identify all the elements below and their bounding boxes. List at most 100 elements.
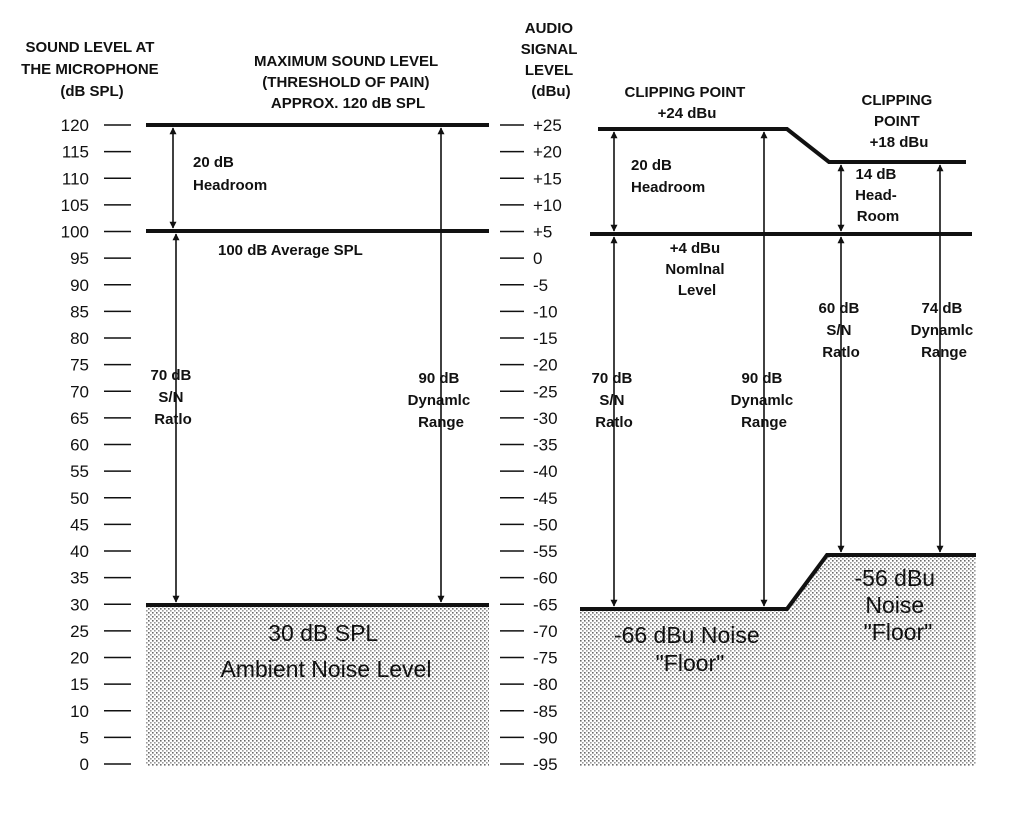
left-axis-tick-label: 30 <box>70 595 89 614</box>
right-sn-ratio-label-line: S/N <box>826 322 851 339</box>
clipping-point-18-line: POINT <box>874 113 920 130</box>
left-axis-tick-label: 45 <box>70 515 89 534</box>
audio-axis-tick-label: -10 <box>533 302 558 321</box>
left-axis-title-line: (dB SPL) <box>60 83 123 100</box>
average-spl-label: 100 dB Average SPL <box>218 242 363 259</box>
max-level-title-line: APPROX. 120 dB SPL <box>271 95 425 112</box>
mid-headroom-label: 20 dB Headroom <box>631 157 705 196</box>
left-axis-title: SOUND LEVEL AT THE MICROPHONE (dB SPL) <box>21 39 163 100</box>
sn-ratio-label-line: 70 dB <box>150 367 191 384</box>
right-noise-floor-label: -56 dBu Noise "Floor" <box>855 565 942 645</box>
left-axis-tick-label: 95 <box>70 249 89 268</box>
left-axis-tick-label: 10 <box>70 702 89 721</box>
mid-sn-ratio-label-line: S/N <box>599 392 624 409</box>
audio-axis-tick-label: +20 <box>533 143 562 162</box>
audio-axis-title-line: SIGNAL <box>521 41 578 58</box>
left-axis-tick-label: 105 <box>61 196 89 215</box>
audio-axis-tick-label: -55 <box>533 542 558 561</box>
dynamic-range-label-line: Dynamlc <box>408 392 471 409</box>
left-axis-tick-label: 80 <box>70 329 89 348</box>
audio-axis-tick-label: -5 <box>533 276 548 295</box>
right-headroom-label-line: Head- <box>855 187 897 204</box>
left-axis-tick-label: 35 <box>70 569 89 588</box>
audio-axis-tick-label: -75 <box>533 649 558 668</box>
audio-axis-tick-label: -40 <box>533 462 558 481</box>
left-axis-tick-label: 115 <box>62 143 89 162</box>
audio-axis-tick-label: -65 <box>533 595 558 614</box>
mid-sn-ratio-label-line: Ratlo <box>595 414 633 431</box>
nominal-level-label-line: Level <box>678 282 716 299</box>
clipping-point-line <box>598 127 966 164</box>
right-dynamic-range-label: 74 dB Dynamlc Range <box>911 300 978 361</box>
mid-sn-ratio-label: 70 dB S/N Ratlo <box>591 370 636 431</box>
mid-noise-floor-label: -66 dBu Noise "Floor" <box>614 622 766 676</box>
left-axis-tick-label: 100 <box>61 223 89 242</box>
audio-axis-tick-label: -20 <box>533 356 558 375</box>
right-dynamic-range-label-line: 74 dB <box>921 300 962 317</box>
headroom-label: 20 dB Headroom <box>193 154 267 194</box>
clipping-point-18-title: CLIPPING POINT +18 dBu <box>861 92 936 151</box>
max-level-title-line: MAXIMUM SOUND LEVEL <box>254 53 438 70</box>
audio-axis-tick-label: -85 <box>533 702 558 721</box>
dynamic-range-label-line: Range <box>418 414 464 431</box>
right-sn-ratio-label-line: 60 dB <box>818 300 859 317</box>
mid-headroom-label-line: 20 dB <box>631 157 672 174</box>
right-noise-floor-label-line: -56 dBu <box>855 565 936 591</box>
audio-axis-tick-label: -15 <box>533 329 558 348</box>
headroom-label-line: Headroom <box>193 177 267 194</box>
audio-axis-tick-label: +10 <box>533 196 562 215</box>
dynamic-range-label: 90 dB Dynamlc Range <box>408 370 475 431</box>
clipping-point-18-line: CLIPPING <box>861 92 932 109</box>
ambient-noise-region <box>146 605 489 766</box>
mid-noise-floor-label-line: "Floor" <box>656 650 725 676</box>
mid-dynamic-range-label-line: Range <box>741 414 787 431</box>
audio-axis-tick-label: -80 <box>533 675 558 694</box>
left-axis-tick-label: 25 <box>70 622 89 641</box>
ambient-noise-label: 30 dB SPL Ambient Noise Level <box>221 620 432 682</box>
audio-axis-tick-label: -60 <box>533 569 558 588</box>
mid-noise-floor-label-line: -66 dBu Noise <box>614 622 760 648</box>
audio-axis-tick-label: -45 <box>533 489 558 508</box>
audio-axis-tick-label: -25 <box>533 382 558 401</box>
right-sn-ratio-label-line: Ratlo <box>822 344 860 361</box>
audio-axis-tick-label: +5 <box>533 223 552 242</box>
mid-dynamic-range-label-line: 90 dB <box>741 370 782 387</box>
clipping-point-18-line: +18 dBu <box>870 134 929 151</box>
noise-floor-line <box>580 553 976 611</box>
audio-axis-ticks: +25+20+15+10+50-5-10-15-20-25-30-35-40-4… <box>500 116 562 774</box>
noise-floor-region <box>580 555 976 766</box>
audio-axis-tick-label: +15 <box>533 169 562 188</box>
left-axis-tick-label: 70 <box>70 382 89 401</box>
left-axis-tick-label: 55 <box>70 462 89 481</box>
mid-sn-ratio-label-line: 70 dB <box>591 370 632 387</box>
left-axis-tick-label: 40 <box>70 542 89 561</box>
left-axis-title-line: SOUND LEVEL AT <box>25 39 154 56</box>
max-level-title-line: (THRESHOLD OF PAIN) <box>262 74 429 91</box>
audio-axis-tick-label: -50 <box>533 515 558 534</box>
left-axis-tick-label: 50 <box>70 489 89 508</box>
audio-axis-title-line: LEVEL <box>525 62 573 79</box>
mid-dynamic-range-label-line: Dynamlc <box>731 392 794 409</box>
right-headroom-label: 14 dB Head- Room <box>855 166 901 225</box>
clipping-point-24-line: CLIPPING POINT <box>624 84 745 101</box>
sn-ratio-label-line: S/N <box>158 389 183 406</box>
audio-axis-title-line: AUDIO <box>525 20 574 37</box>
right-headroom-label-line: Room <box>857 208 900 225</box>
left-axis-tick-label: 65 <box>70 409 89 428</box>
nominal-level-label-line: Nomlnal <box>665 261 724 278</box>
right-noise-floor-label-line: "Floor" <box>864 619 933 645</box>
left-axis-tick-label: 110 <box>62 169 89 188</box>
nominal-level-label-line: +4 dBu <box>670 240 720 257</box>
right-dynamic-range-label-line: Range <box>921 344 967 361</box>
max-level-title: MAXIMUM SOUND LEVEL (THRESHOLD OF PAIN) … <box>254 53 442 112</box>
dynamic-range-label-line: 90 dB <box>418 370 459 387</box>
left-axis-title-line: THE MICROPHONE <box>21 61 159 78</box>
audio-axis-tick-label: -70 <box>533 622 558 641</box>
audio-axis-tick-label: -35 <box>533 436 558 455</box>
sn-ratio-label: 70 dB S/N Ratlo <box>150 367 195 428</box>
left-axis-tick-label: 20 <box>70 649 89 668</box>
left-axis-tick-label: 60 <box>70 436 89 455</box>
left-axis-tick-label: 75 <box>70 356 89 375</box>
